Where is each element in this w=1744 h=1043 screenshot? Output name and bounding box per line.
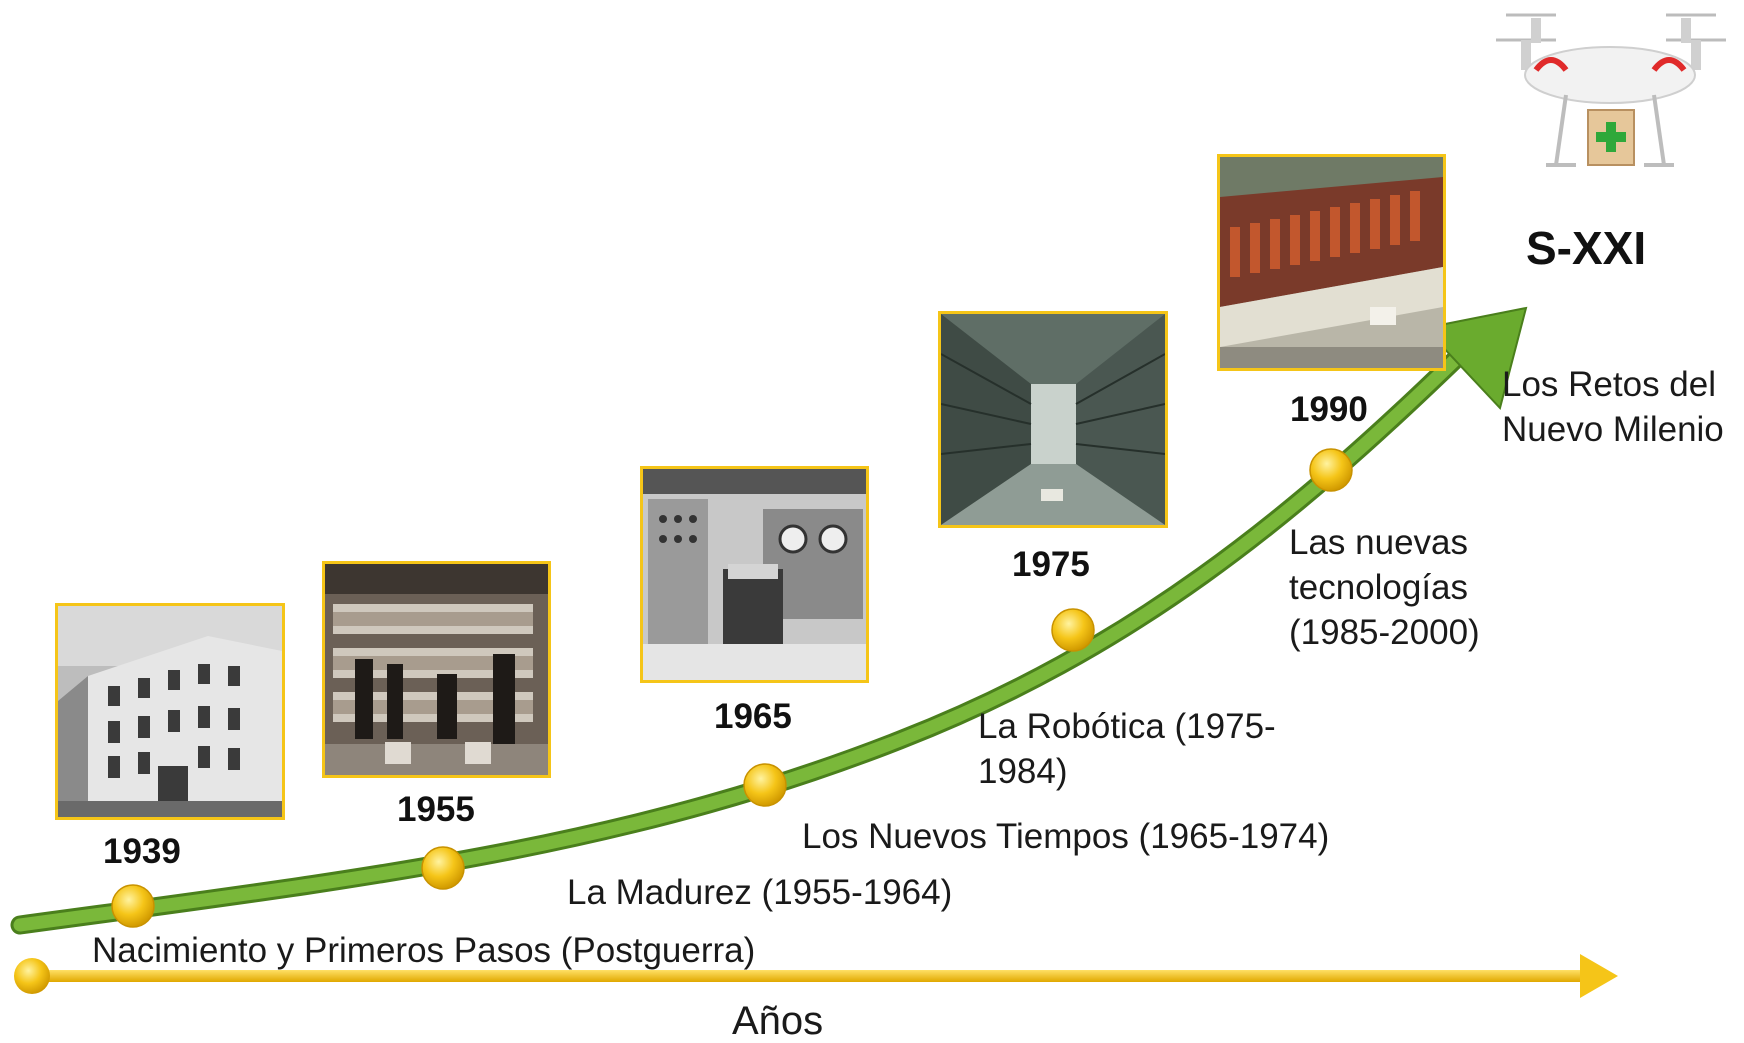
future-label: Los Retos del Nuevo Milenio — [1502, 362, 1724, 452]
future-title: S-XXI — [1526, 222, 1647, 274]
milestone-label-1990-line1: Las nuevas — [1289, 523, 1469, 562]
milestone-label-1939: Nacimiento y Primeros Pasos (Postguerra) — [92, 931, 756, 970]
milestone-label-1975-line2: 1984) — [978, 752, 1068, 791]
milestone-label-1990: Las nuevas tecnologías (1985-2000) — [1289, 520, 1480, 655]
node-1990 — [1309, 448, 1353, 492]
future-label-line2: Nuevo Milenio — [1502, 410, 1724, 449]
milestone-label-1955: La Madurez (1955-1964) — [567, 873, 953, 912]
node-1975 — [1051, 608, 1095, 652]
photo-1955 — [322, 561, 551, 778]
year-label-1939: 1939 — [103, 832, 181, 871]
milestone-label-1965: Los Nuevos Tiempos (1965-1974) — [802, 817, 1330, 856]
photo-1975 — [938, 311, 1168, 528]
photo-1939 — [55, 603, 285, 820]
computer-room-photo-icon — [643, 469, 866, 680]
delivery-drone-icon — [1476, 0, 1744, 180]
future-label-line1: Los Retos del — [1502, 365, 1717, 404]
building-facade-photo-icon — [58, 606, 282, 817]
year-label-1975: 1975 — [1012, 545, 1090, 584]
mail-sorting-room-photo-icon — [325, 564, 548, 775]
curve-arrowhead-icon — [1423, 306, 1528, 411]
milestone-label-1975: La Robótica (1975- 1984) — [978, 704, 1276, 794]
milestone-label-1990-line3: (1985-2000) — [1289, 613, 1480, 652]
axis-arrowhead-icon — [1580, 954, 1618, 998]
photo-1965 — [640, 466, 869, 683]
year-label-1990: 1990 — [1290, 390, 1368, 429]
axis-origin-node — [14, 958, 50, 994]
year-label-1965: 1965 — [714, 697, 792, 736]
conveyor-corridor-photo-icon — [941, 314, 1165, 525]
milestone-label-1975-line1: La Robótica (1975- — [978, 707, 1276, 746]
growth-curve — [10, 306, 1528, 935]
node-1965 — [743, 763, 787, 807]
milestone-nodes — [111, 448, 1353, 928]
node-1939 — [111, 884, 155, 928]
node-1955 — [421, 846, 465, 890]
year-label-1955: 1955 — [397, 790, 475, 829]
milestone-label-1990-line2: tecnologías — [1289, 568, 1469, 607]
years-axis — [14, 954, 1618, 998]
future-image — [1476, 0, 1744, 180]
axis-label: Años — [732, 999, 824, 1043]
sorting-machine-photo-icon — [1220, 157, 1443, 368]
photo-1990 — [1217, 154, 1446, 371]
